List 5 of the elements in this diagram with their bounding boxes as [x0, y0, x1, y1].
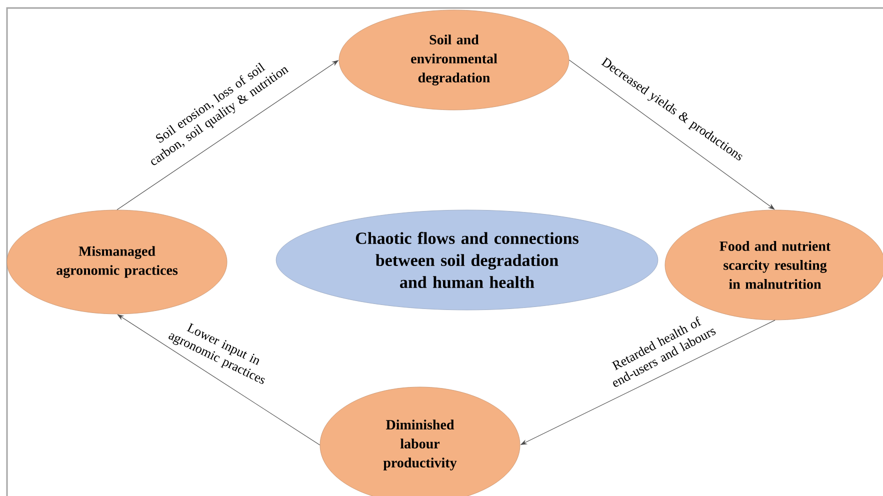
ellipse-node: Mismanaged agronomic practices	[6, 210, 228, 314]
ellipse-node: Soil and environmental degradation	[338, 10, 570, 110]
ellipse-node: Diminished labour productivity	[320, 386, 520, 496]
arrow	[568, 60, 775, 210]
arrow	[117, 314, 320, 446]
